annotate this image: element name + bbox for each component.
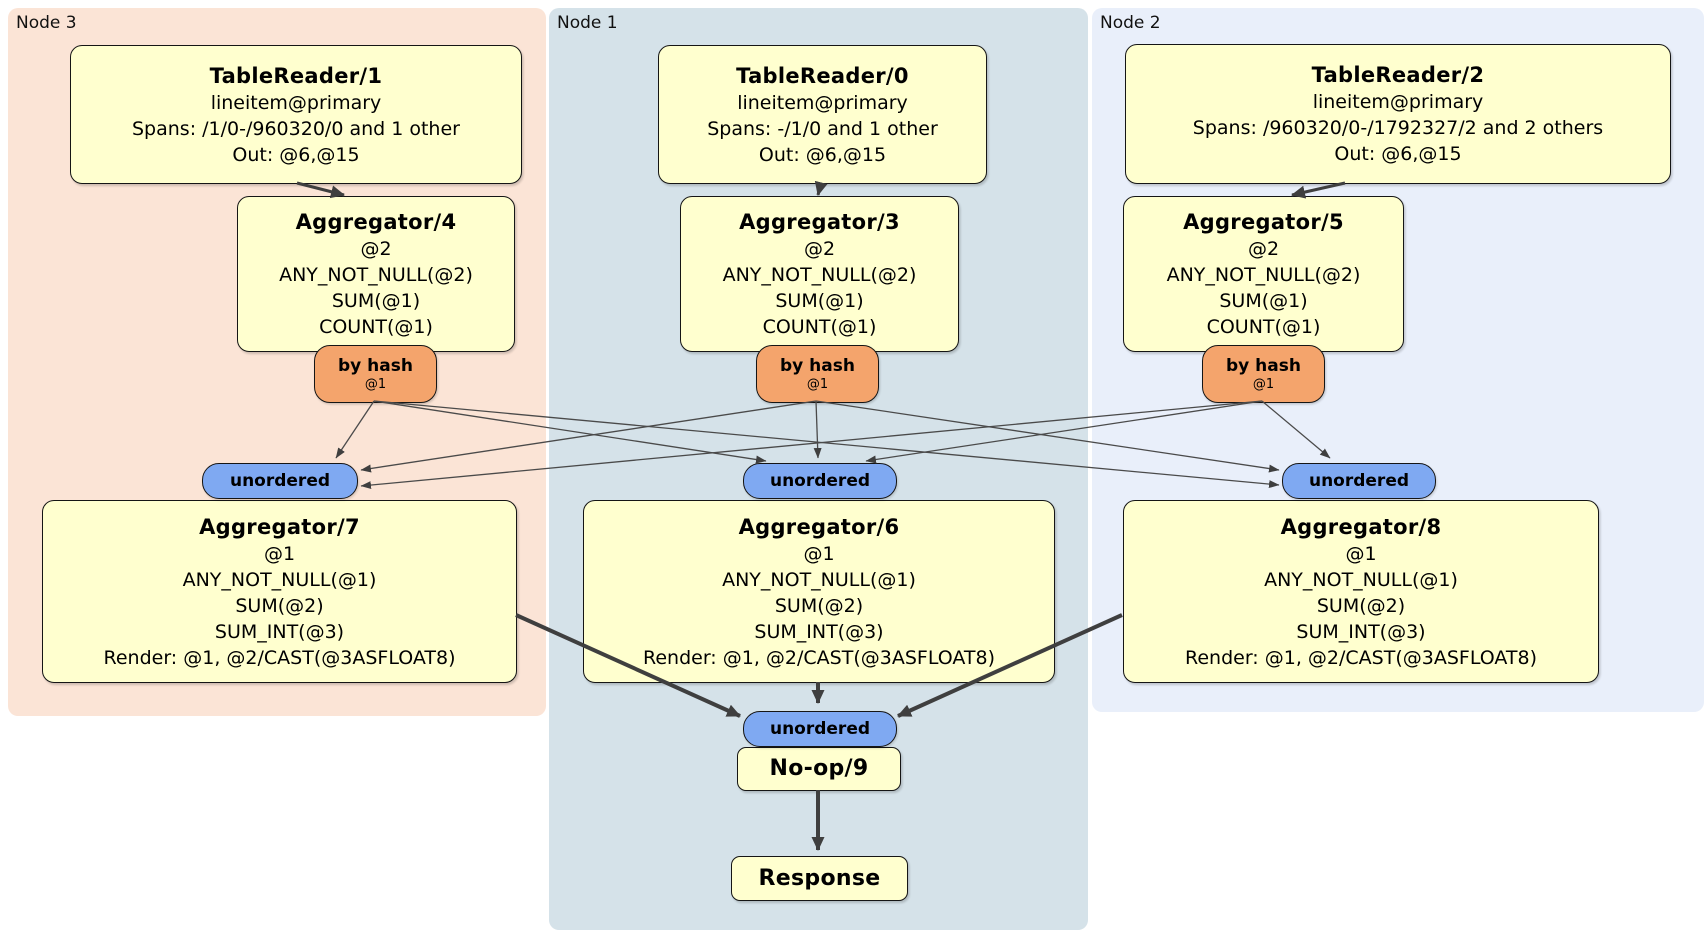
processor-detail: ANY_NOT_NULL(@2)	[722, 264, 917, 286]
processor-title: TableReader/2	[1311, 63, 1485, 87]
processor-title: Aggregator/4	[295, 210, 457, 234]
processor-detail: ANY_NOT_NULL(@2)	[279, 264, 473, 286]
processor-detail: @1	[263, 542, 296, 565]
processor-detail: Out: @6,@15	[232, 143, 360, 166]
processor-detail: SUM(@1)	[1219, 290, 1308, 312]
processor-aggregator-5: Aggregator/5 @2 ANY_NOT_NULL(@2) SUM(@1)…	[1123, 196, 1404, 352]
router-label: by hash	[338, 355, 413, 376]
processor-detail: SUM(@1)	[775, 290, 864, 312]
processor-tablereader-0: TableReader/0 lineitem@primary Spans: -/…	[658, 45, 987, 184]
router-label: by hash	[1226, 355, 1301, 376]
processor-detail: ANY_NOT_NULL(@1)	[182, 568, 377, 591]
processor-detail: lineitem@primary	[737, 91, 908, 114]
processor-aggregator-3: Aggregator/3 @2 ANY_NOT_NULL(@2) SUM(@1)…	[680, 196, 959, 352]
processor-detail: SUM_INT(@3)	[214, 620, 345, 643]
synchronizer-unordered-left: unordered	[202, 463, 358, 499]
synchronizer-label: unordered	[1308, 471, 1410, 491]
processor-aggregator-6: Aggregator/6 @1 ANY_NOT_NULL(@1) SUM(@2)…	[583, 500, 1055, 683]
processor-response: Response	[731, 856, 908, 901]
processor-detail: COUNT(@1)	[762, 316, 877, 338]
processor-title: Aggregator/5	[1183, 210, 1344, 234]
router-by-hash-left: by hash @1	[314, 345, 437, 403]
processor-title: Aggregator/7	[199, 514, 360, 539]
processor-aggregator-4: Aggregator/4 @2 ANY_NOT_NULL(@2) SUM(@1)…	[237, 196, 515, 352]
synchronizer-label: unordered	[769, 719, 871, 739]
processor-detail: ANY_NOT_NULL(@1)	[1264, 568, 1458, 591]
processor-title: Aggregator/8	[1280, 514, 1442, 539]
processor-title: Aggregator/6	[738, 514, 900, 539]
processor-detail: ANY_NOT_NULL(@1)	[722, 568, 916, 591]
processor-detail: @1	[1345, 542, 1377, 565]
synchronizer-label: unordered	[769, 471, 871, 491]
synchronizer-unordered-center: unordered	[743, 463, 897, 499]
router-by-hash-center: by hash @1	[756, 345, 879, 403]
router-key: @1	[364, 376, 387, 392]
processor-title: Response	[758, 865, 881, 891]
processor-detail: Spans: /1/0-/960320/0 and 1 other	[132, 117, 460, 140]
processor-detail: Render: @1, @2/CAST(@3ASFLOAT8)	[103, 646, 456, 669]
synchronizer-unordered-final: unordered	[743, 711, 897, 747]
processor-detail: Render: @1, @2/CAST(@3ASFLOAT8)	[643, 646, 995, 669]
processor-detail: @2	[360, 238, 392, 260]
processor-detail: SUM(@2)	[1316, 594, 1406, 617]
processor-title: Aggregator/3	[739, 210, 900, 234]
router-by-hash-right: by hash @1	[1202, 345, 1325, 403]
processor-detail: lineitem@primary	[1312, 91, 1484, 113]
processor-detail: COUNT(@1)	[319, 316, 433, 338]
processor-detail: Spans: /960320/0-/1792327/2 and 2 others	[1192, 117, 1604, 139]
processor-detail: SUM(@1)	[331, 290, 421, 312]
processor-detail: @2	[1247, 238, 1280, 260]
processor-tablereader-2: TableReader/2 lineitem@primary Spans: /9…	[1125, 44, 1671, 184]
processor-detail: ANY_NOT_NULL(@2)	[1166, 264, 1361, 286]
processor-detail: SUM(@2)	[774, 594, 864, 617]
processor-detail: lineitem@primary	[210, 91, 382, 114]
synchronizer-unordered-right: unordered	[1282, 463, 1436, 499]
processor-aggregator-7: Aggregator/7 @1 ANY_NOT_NULL(@1) SUM(@2)…	[42, 500, 517, 683]
processor-detail: Out: @6,@15	[1334, 143, 1462, 165]
processor-detail: SUM(@2)	[235, 594, 324, 617]
router-label: by hash	[780, 355, 855, 376]
processor-detail: SUM_INT(@3)	[754, 620, 884, 643]
router-key: @1	[1252, 376, 1275, 392]
processor-title: TableReader/1	[209, 63, 383, 88]
processor-detail: COUNT(@1)	[1206, 316, 1321, 338]
processor-title: No-op/9	[769, 756, 869, 781]
processor-detail: @1	[803, 542, 835, 565]
node3-label: Node 3	[16, 13, 77, 33]
node1-label: Node 1	[557, 13, 618, 33]
router-key: @1	[806, 376, 829, 392]
processor-detail: @2	[803, 238, 836, 260]
processor-tablereader-1: TableReader/1 lineitem@primary Spans: /1…	[70, 45, 522, 184]
processor-detail: Out: @6,@15	[758, 143, 887, 166]
processor-aggregator-8: Aggregator/8 @1 ANY_NOT_NULL(@1) SUM(@2)…	[1123, 500, 1599, 683]
processor-detail: Render: @1, @2/CAST(@3ASFLOAT8)	[1185, 646, 1537, 669]
synchronizer-label: unordered	[229, 471, 331, 491]
node2-label: Node 2	[1100, 13, 1161, 33]
processor-detail: Spans: -/1/0 and 1 other	[707, 117, 938, 140]
processor-noop-9: No-op/9	[737, 747, 901, 791]
processor-title: TableReader/0	[736, 63, 909, 88]
processor-detail: SUM_INT(@3)	[1296, 620, 1426, 643]
